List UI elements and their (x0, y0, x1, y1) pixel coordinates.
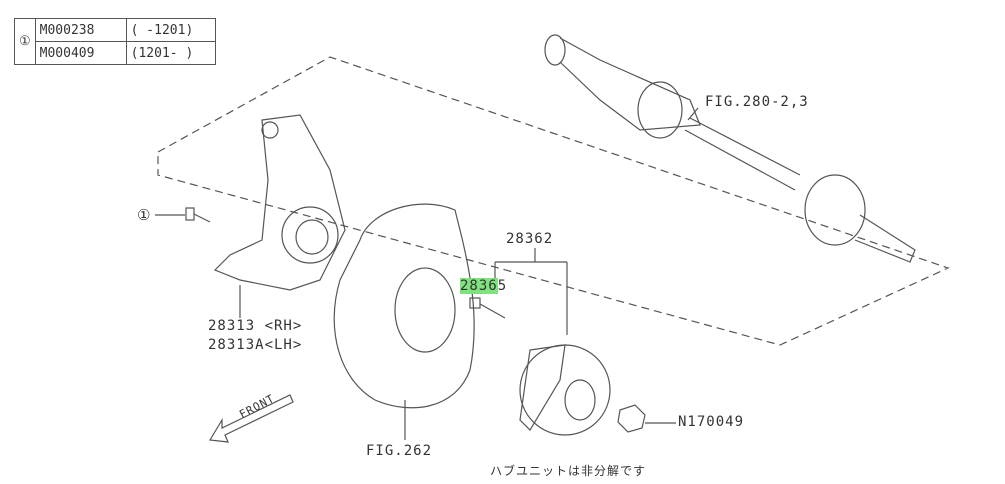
ref-part: M000238 (34, 18, 127, 42)
drive-shaft (544, 34, 916, 263)
hub-nut (617, 404, 676, 433)
fig-280-link[interactable]: FIG.280-2,3 (705, 94, 809, 110)
ref-marker: ① (14, 18, 36, 65)
dust-shield (333, 203, 475, 409)
steering-knuckle (213, 114, 346, 291)
ref-part: M000409 (34, 41, 127, 65)
fig-262-link[interactable]: FIG.262 (366, 443, 433, 459)
knuckle-bolt (155, 207, 211, 223)
part-28362[interactable]: 28362 (506, 231, 554, 247)
part-28313a-lh[interactable]: 28313A<LH> (208, 337, 303, 353)
part-suffix: 5 (497, 278, 508, 294)
part-n170049[interactable]: N170049 (678, 414, 745, 430)
bolt-marker: ① (137, 206, 152, 224)
part-28365[interactable]: 28365 (460, 278, 507, 294)
hub-unit (469, 297, 611, 436)
ref-range: ( -1201) (125, 18, 216, 42)
note-text: ハブユニットは非分解です (490, 464, 647, 478)
ref-range: (1201- ) (125, 41, 216, 65)
highlight: 2836 (460, 278, 498, 294)
front-arrow-icon (209, 394, 294, 443)
assembly-dashed-box (157, 56, 950, 346)
leader-lines (239, 107, 699, 440)
reference-table: ① M000238 ( -1201) M000409 (1201- ) (14, 18, 216, 65)
part-28313-rh[interactable]: 28313 <RH> (208, 318, 303, 334)
